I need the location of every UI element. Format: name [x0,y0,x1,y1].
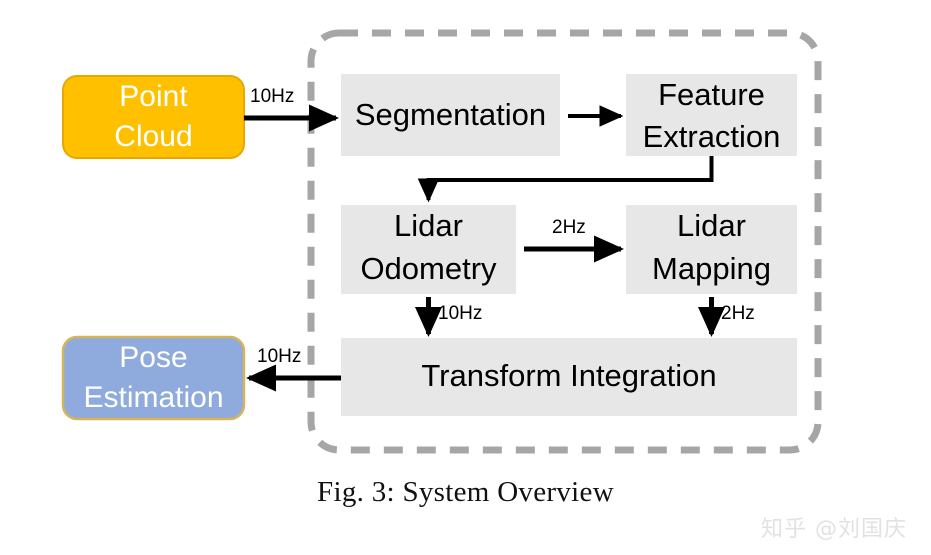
figure-caption: Fig. 3: System Overview [317,476,614,508]
edge-label-mapping-to-transform: 2Hz [721,303,755,324]
feature-extraction-box [626,74,797,156]
zhihu-watermark: 知乎 @刘国庆 [761,517,907,542]
lidar-mapping-label-line1: Lidar [677,208,746,243]
lidar-odometry-label-line2: Odometry [360,251,497,286]
lidar-odometry-label-line1: Lidar [394,208,463,243]
node-point-cloud: Point Cloud [62,75,245,159]
pose-estimation-label-line1: Pose [119,341,187,374]
lidar-odometry-box [341,205,516,294]
node-segmentation: Segmentation [341,74,560,156]
node-pose-estimation: Pose Estimation [61,335,246,421]
edge-feature-extraction-to-lidar-odometry [417,156,714,203]
edge-label-point-cloud-to-segmentation: 10Hz [250,86,294,107]
node-lidar-mapping: Lidar Mapping [626,205,797,294]
transform-integration-label: Transform Integration [421,358,716,393]
node-transform-integration: Transform Integration [341,338,797,416]
lidar-mapping-box [626,205,797,294]
point-cloud-label-line1: Point [119,80,188,113]
edge-label-transform-to-pose: 10Hz [257,346,301,367]
pose-estimation-box [61,335,246,421]
segmentation-label: Segmentation [355,97,546,132]
feature-extraction-label-line2: Extraction [643,119,781,154]
edge-label-odometry-to-mapping: 2Hz [552,217,586,238]
lidar-mapping-label-line2: Mapping [652,251,771,286]
feature-extraction-label-line1: Feature [658,77,765,112]
node-feature-extraction: Feature Extraction [626,74,797,156]
point-cloud-label-line2: Cloud [114,120,192,153]
edge-label-odometry-to-transform: 10Hz [438,303,482,324]
pose-estimation-label-line2: Estimation [83,381,223,414]
pipeline-container-border [307,29,822,454]
segmentation-box [341,74,560,156]
transform-integration-box [341,338,797,416]
node-lidar-odometry: Lidar Odometry [341,205,516,294]
